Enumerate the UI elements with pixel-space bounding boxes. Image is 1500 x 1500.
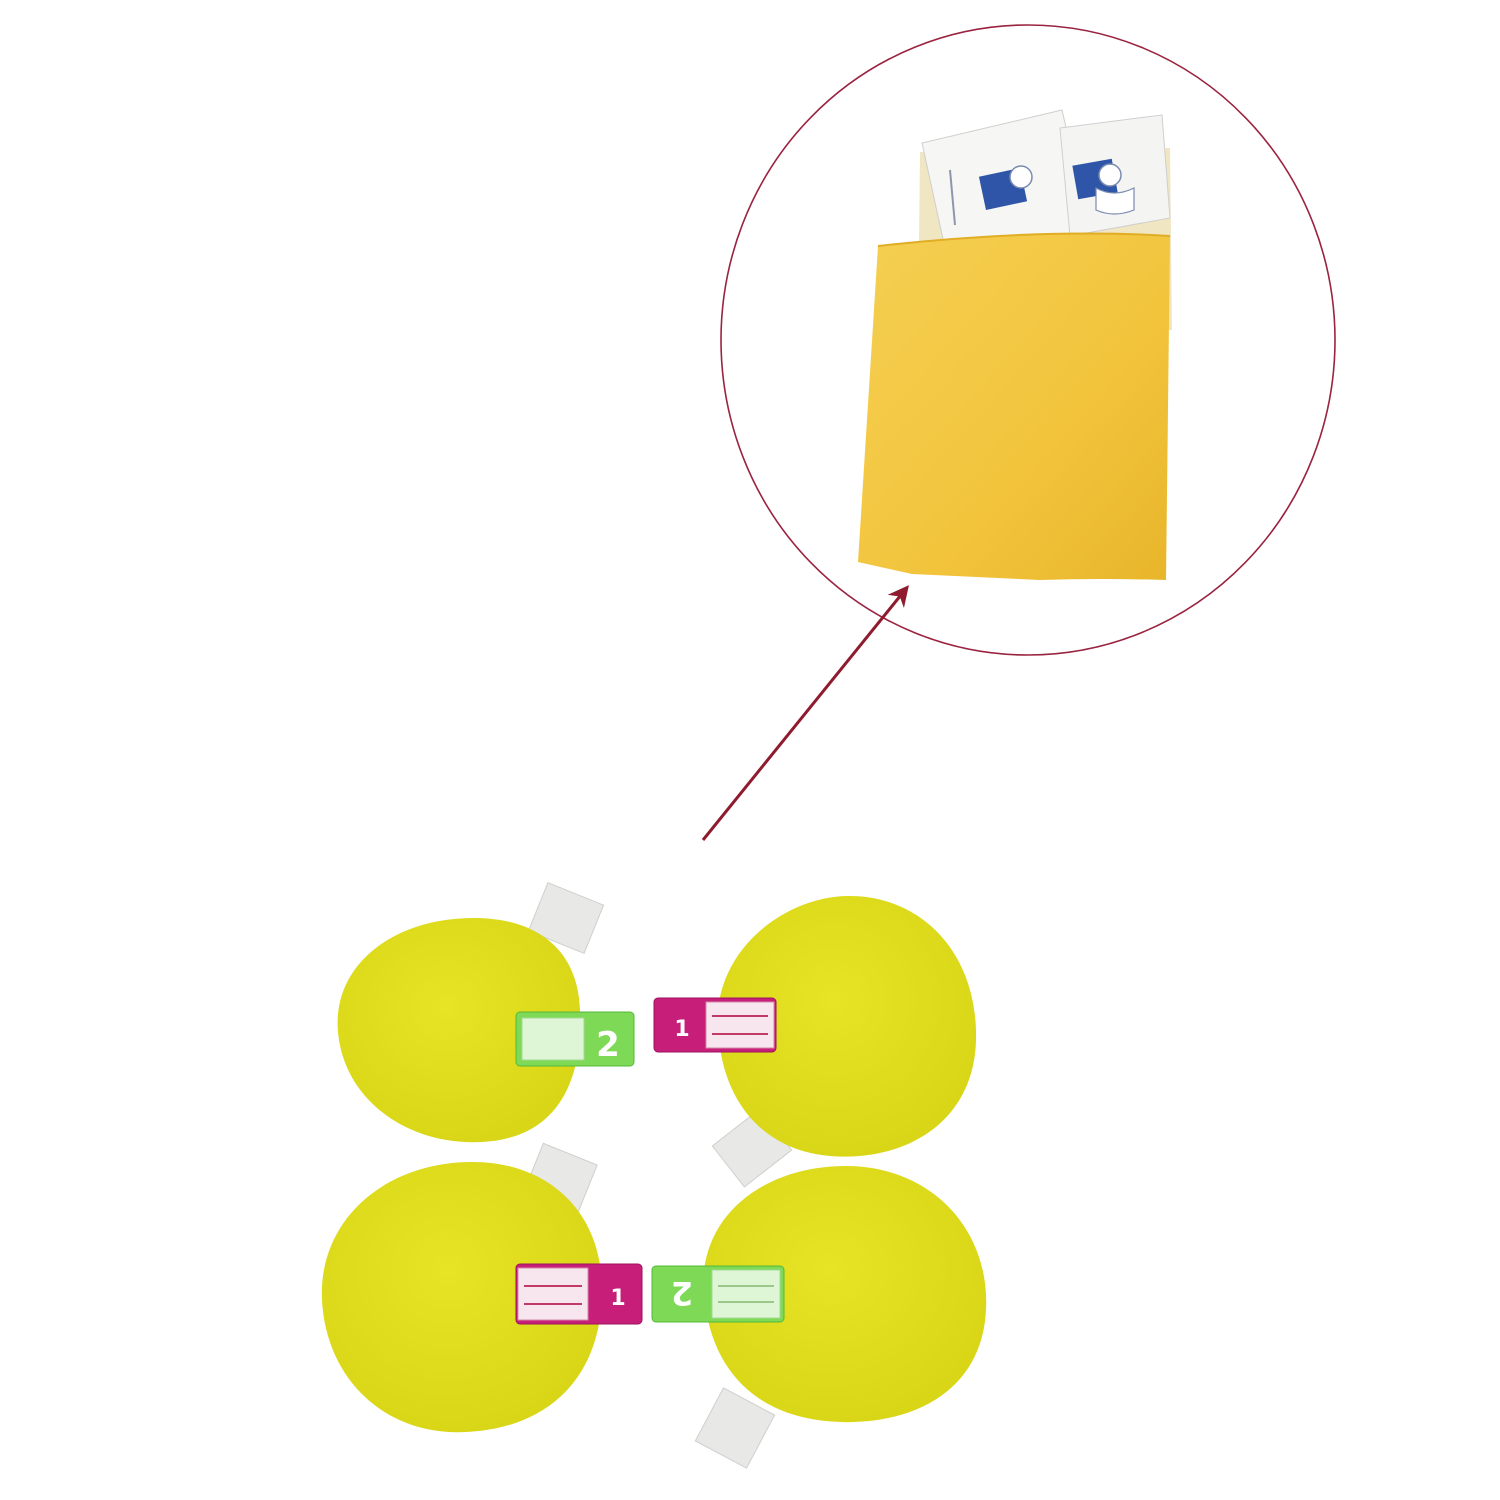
electrode-pads: 2 1 1 [321, 882, 987, 1469]
callout-circle [720, 24, 1336, 656]
connector-tab: 2 [515, 1011, 635, 1067]
connector-tab: 2 [651, 1265, 785, 1323]
electrode-pad: 2 [337, 882, 635, 1143]
electrode-pad: 2 [651, 1166, 987, 1469]
padded-envelope [858, 233, 1170, 581]
instruction-card [1059, 114, 1171, 237]
tab-number: 2 [671, 1274, 693, 1312]
envelope-with-instructions [858, 109, 1172, 581]
tab-number: 2 [596, 1025, 620, 1065]
connector-tab: 1 [653, 997, 777, 1053]
electrode-pad: 1 [321, 1142, 643, 1433]
instruction-card [921, 109, 1091, 263]
tab-number: 1 [610, 1286, 625, 1311]
pointer-arrow [701, 585, 909, 841]
tab-number: 1 [674, 1017, 689, 1042]
connector-tab: 1 [515, 1263, 643, 1325]
electrode-pad: 1 [653, 895, 977, 1188]
